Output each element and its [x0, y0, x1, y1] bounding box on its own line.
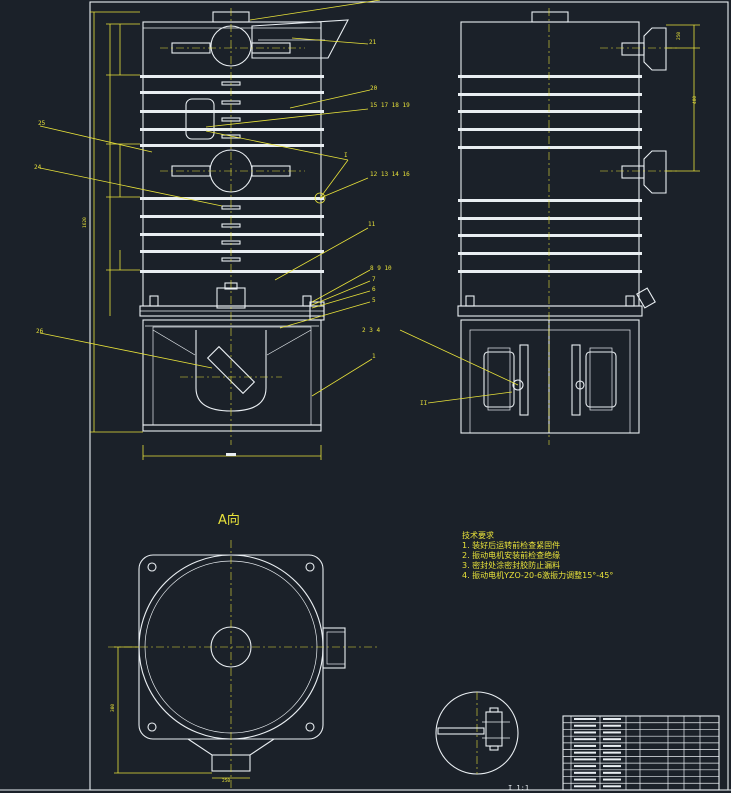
- parts-list-entry-mark: [574, 738, 596, 741]
- parts-list-entry-mark: [603, 785, 621, 788]
- detail-view: I 1:1: [435, 691, 529, 792]
- parts-list-entry-mark: [574, 758, 596, 761]
- notes-title: 技术要求: [462, 530, 494, 540]
- note-line-4: 4. 振动电机YZO-20-6激振力调整15°-45°: [462, 570, 613, 580]
- side-dim-top: 250: [676, 32, 682, 40]
- parts-list-entry-mark: [603, 765, 621, 768]
- front-rings: [140, 75, 324, 273]
- front-studs: [221, 81, 241, 262]
- note-line-2: 2. 振动电机安装前检查绝缘: [462, 550, 560, 560]
- label-15: 15 17 18 19: [370, 102, 410, 109]
- note-line-1: 1. 装好后运转前检查紧固件: [462, 540, 560, 550]
- front-elevation: [139, 8, 349, 445]
- parts-list-entry-mark: [574, 778, 596, 781]
- label-1: 1: [372, 353, 376, 360]
- side-elevation: 250 400 2 3 4 II: [362, 8, 700, 445]
- plan-dim-w: 250: [222, 778, 230, 784]
- label-26: 26: [36, 328, 44, 335]
- side-dim-mid: 400: [692, 96, 698, 104]
- parts-list-entry-mark: [603, 751, 621, 754]
- parts-list-entry-mark: [603, 738, 621, 741]
- overall-height-dim: 1620: [82, 217, 88, 228]
- label-21: 21: [369, 39, 377, 46]
- label-detail-I: I: [344, 152, 348, 159]
- label-234: 2 3 4: [362, 327, 380, 334]
- front-dimensions: 1620: [82, 11, 322, 460]
- technical-notes: 技术要求 1. 装好后运转前检查紧固件 2. 振动电机安装前检查绝缘 3. 密封…: [462, 530, 613, 580]
- note-line-3: 3. 密封处涂密封胶防止漏料: [462, 560, 560, 570]
- parts-list-entry-mark: [603, 718, 621, 720]
- label-12: 12 13 14 16: [370, 171, 410, 178]
- label-20: 20: [370, 85, 378, 92]
- parts-list-entry-mark: [574, 785, 596, 788]
- parts-list-entry-mark: [603, 778, 621, 781]
- plan-view: A向 300 250: [108, 512, 380, 790]
- parts-list-entry-mark: [603, 731, 621, 734]
- parts-list-entry-mark: [574, 731, 596, 734]
- plan-dim-h: 300: [110, 704, 116, 712]
- parts-list-entry-mark: [574, 765, 596, 768]
- parts-list-entry-mark: [574, 771, 596, 774]
- label-24: 24: [34, 164, 42, 171]
- parts-list-entry-mark: [574, 718, 596, 720]
- parts-list-entry-mark: [603, 771, 621, 774]
- detail-label: I 1:1: [508, 784, 529, 792]
- parts-list-entry-mark: [603, 724, 621, 727]
- label-5: 5: [372, 297, 376, 304]
- label-6: 6: [372, 286, 376, 293]
- label-25: 25: [38, 120, 46, 127]
- front-leaders: 21 20 15 17 18 19 25 I 24 12 13 14 16 11…: [34, 0, 410, 397]
- label-7: 7: [372, 276, 376, 283]
- parts-list-entry-mark: [574, 744, 596, 747]
- parts-list-entry-mark: [603, 758, 621, 761]
- parts-list-entry-mark: [574, 724, 596, 727]
- side-rings: [458, 75, 642, 273]
- parts-list-entry-mark: [574, 751, 596, 754]
- label-8: 8 9 10: [370, 265, 392, 272]
- label-11: 11: [368, 221, 376, 228]
- section-label: A向: [218, 512, 240, 528]
- parts-list-entry-mark: [603, 744, 621, 747]
- title-block: [562, 715, 720, 791]
- label-detail-II: II: [420, 400, 428, 407]
